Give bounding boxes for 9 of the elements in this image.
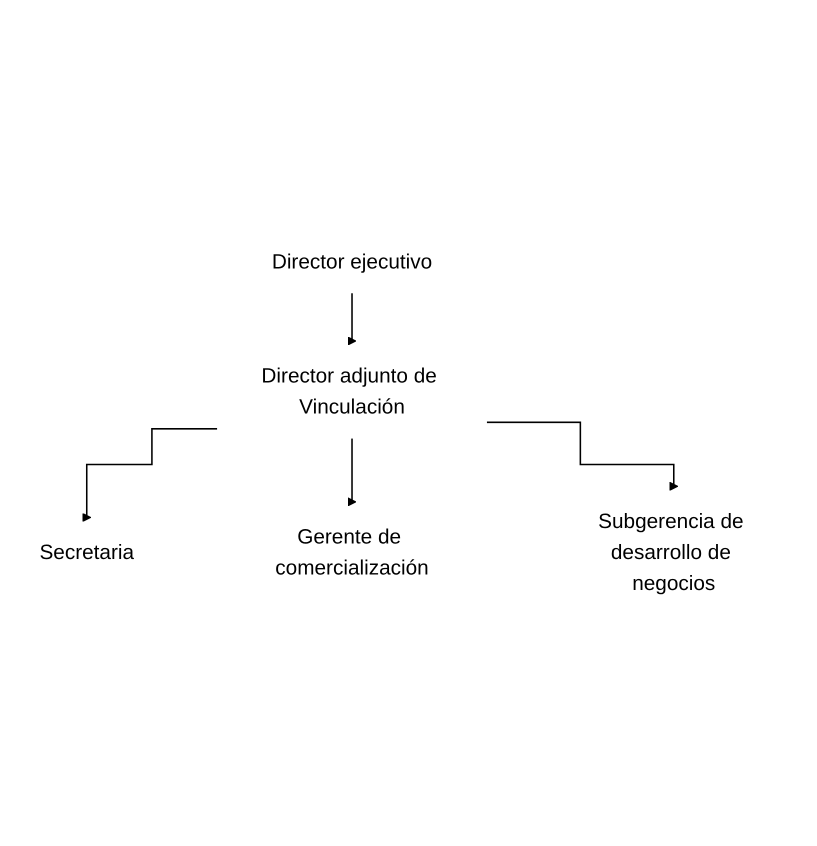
arrow <box>486 422 678 491</box>
node-text: Secretaria <box>39 541 134 564</box>
arrow <box>347 438 357 506</box>
arrow <box>82 428 218 522</box>
arrow <box>347 292 357 346</box>
node-text: Director ejecutivo <box>272 250 432 274</box>
node-text: Director adjunto de Vinculación <box>261 364 437 419</box>
node-text: Gerente de comercialización <box>275 526 429 580</box>
node-text: Subgerencia de desarrollo de negocios <box>598 510 744 596</box>
